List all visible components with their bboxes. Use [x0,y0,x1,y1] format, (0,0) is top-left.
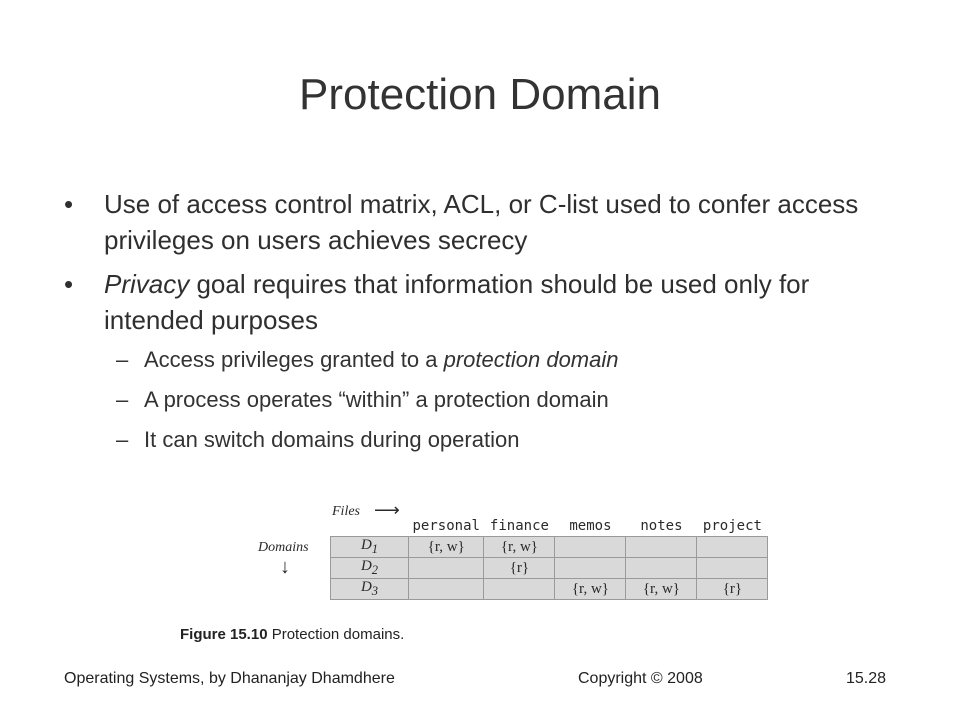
column-header: personal [412,518,480,534]
matrix-cell: {r, w} [625,578,698,600]
matrix-cell: {r, w} [554,578,627,600]
domain-label: D3 [330,578,409,600]
matrix-cell [696,536,769,558]
column-header: project [702,518,762,534]
subbullet-italic-text: protection domain [443,347,619,372]
right-arrow-icon: ⟶ [374,500,400,520]
matrix-cell [483,578,556,600]
bullet-item: • Use of access control matrix, ACL, or … [64,186,904,258]
figure-caption: Figure 15.10 Protection domains. [180,626,404,643]
dash-icon: – [116,387,129,412]
matrix-cell [407,578,485,600]
subbullet-item: – Access privileges granted to a protect… [64,346,904,374]
bullet-italic-text: Privacy [104,269,190,299]
matrix-cell [554,536,627,558]
domains-label: Domains [258,540,309,555]
subbullet-text: It can switch domains during operation [144,427,520,452]
matrix-cell [554,557,627,579]
bullet-text: goal requires that information should be… [104,269,810,335]
domain-label: D2 [330,557,409,579]
matrix-cell: {r, w} [483,536,556,558]
figure-number: Figure 15.10 [180,626,268,643]
bullet-item: • Privacy goal requires that information… [64,266,904,338]
subbullet-text: Access privileges granted to a [144,347,444,372]
subbullet-item: – A process operates “within” a protecti… [64,386,904,414]
column-header: finance [489,518,549,534]
matrix-cell [407,557,485,579]
figure-caption-text: Protection domains. [271,626,405,643]
matrix-cell [625,536,698,558]
access-matrix: personal finance memos notes project D1 … [330,516,769,600]
dash-icon: – [116,347,129,372]
down-arrow-icon: ↓ [280,556,290,578]
subbullet-item: – It can switch domains during operation [64,426,904,454]
footer-slide-number: 15.28 [846,670,887,687]
domain-label: D1 [330,536,409,558]
matrix-cell: {r, w} [407,536,485,558]
protection-domain-figure: Files ⟶ Domains ↓ personal finance memos… [170,496,790,646]
bullet-text: Use of access control matrix, ACL, or C-… [104,189,859,255]
matrix-cell: {r} [696,578,769,600]
column-header: notes [640,518,683,534]
footer-copyright: Copyright © 2008 [578,670,703,687]
bullet-list: • Use of access control matrix, ACL, or … [64,186,904,466]
footer-author: Operating Systems, by Dhananjay Dhamdher… [64,670,395,687]
bullet-dot-icon: • [64,269,74,299]
matrix-row: D2 {r} [330,557,769,579]
matrix-cell: {r} [483,557,556,579]
dash-icon: – [116,427,129,452]
files-label: Files [332,504,360,519]
matrix-header-row: personal finance memos notes project [331,516,768,537]
matrix-row: D3 {r, w} {r, w} {r} [330,578,769,600]
matrix-row: D1 {r, w} {r, w} [330,536,769,558]
matrix-cell [625,557,698,579]
slide-title: Protection Domain [299,70,661,119]
bullet-dot-icon: • [64,189,74,219]
column-header: memos [569,518,612,534]
subbullet-text: A process operates “within” a protection… [144,387,609,412]
matrix-corner [331,516,409,537]
matrix-cell [696,557,769,579]
